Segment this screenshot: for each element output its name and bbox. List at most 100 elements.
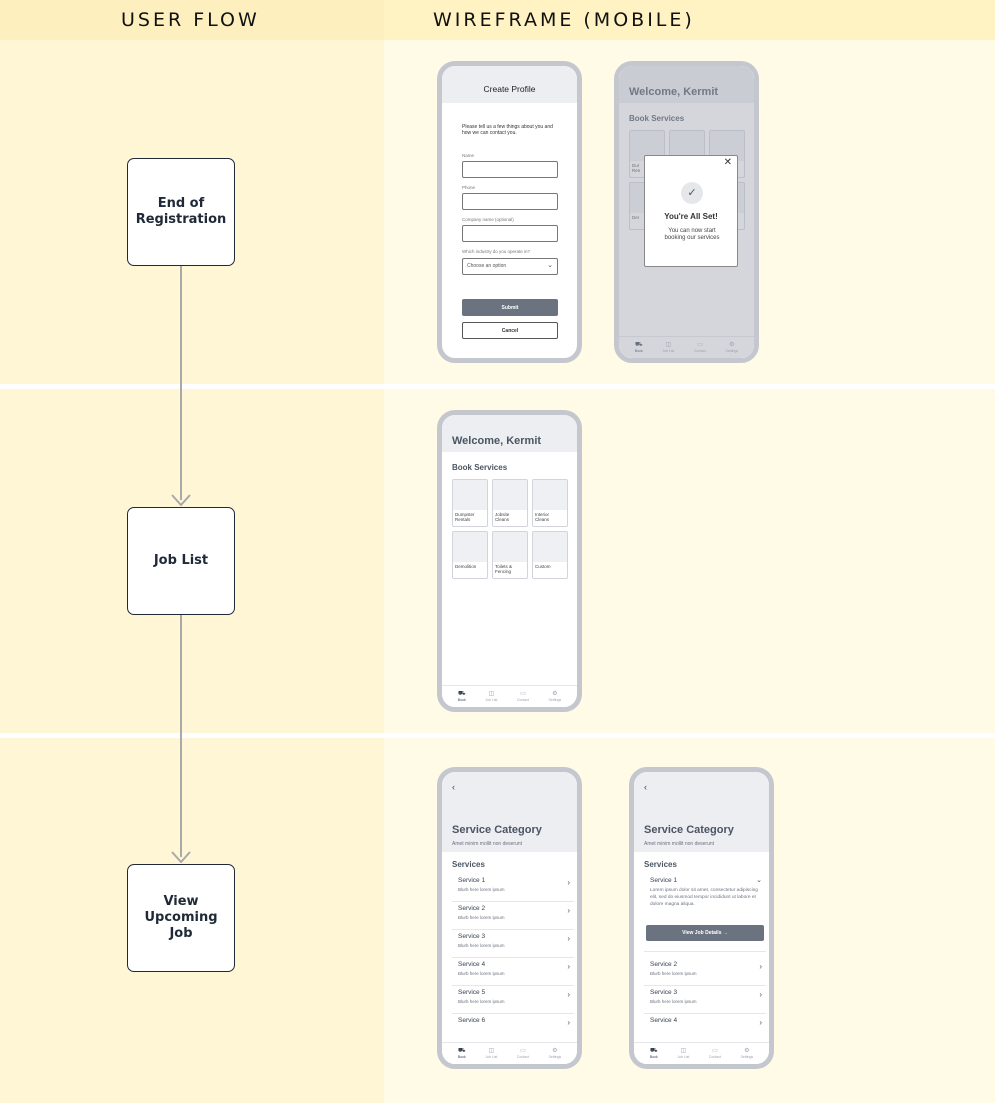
service-row-4[interactable]: Service 4 ›: [644, 1014, 766, 1042]
service-tile-jobsite-cleans[interactable]: Jobsite Cleans: [492, 479, 528, 527]
arrow-head-icon: [171, 851, 191, 863]
flow-arrow: [180, 615, 182, 857]
gear-icon: ⚙: [552, 691, 558, 697]
chevron-right-icon: ›: [567, 878, 570, 887]
nav-job-list[interactable]: ◫Job List: [677, 1048, 689, 1059]
nav-settings[interactable]: ⚙Settings: [549, 1048, 562, 1059]
service-row-5[interactable]: Service 5 Blurb here lorem ipsum ›: [452, 986, 574, 1014]
service-name: Service 4: [650, 1017, 678, 1024]
row-divider: [0, 733, 995, 738]
nav-label: Contact: [693, 349, 706, 353]
service-desc: Blurb here lorem ipsum: [650, 971, 697, 976]
close-icon[interactable]: ✕: [723, 157, 732, 168]
nav-settings[interactable]: ⚙Settings: [726, 342, 739, 353]
book-services-title: Book Services: [629, 114, 685, 123]
nav-contact[interactable]: ▭Contact: [709, 1048, 721, 1059]
service-tile-label: Custom: [535, 564, 551, 569]
service-name: Service 6: [458, 1017, 486, 1024]
check-icon: ✓: [681, 182, 703, 204]
create-profile-title: Create Profile: [483, 84, 536, 94]
phone-service-category: ‹ Service Category Amet minim mollit non…: [437, 767, 582, 1069]
nav-book[interactable]: ⛟Book: [458, 1048, 466, 1059]
phone-create-profile: Create Profile Please tell us a few thin…: [437, 61, 582, 363]
service-tile-toilets-fencing[interactable]: Toilets & Fencing: [492, 531, 528, 579]
truck-icon: ⛟: [649, 1048, 658, 1054]
services-section-title: Services: [644, 860, 677, 869]
user-flow-heading: USER FLOW: [121, 9, 260, 31]
nav-label: Book: [649, 1055, 658, 1059]
service-tile-dumpster-rentals[interactable]: Dumpster Rentals: [452, 479, 488, 527]
nav-label: Contact: [708, 1055, 721, 1059]
gear-icon: ⚙: [744, 1048, 750, 1054]
chevron-right-icon: ›: [759, 990, 762, 999]
nav-book[interactable]: ⛟Book: [458, 691, 466, 702]
phone-field[interactable]: [462, 193, 558, 210]
phone-field-label: Phone: [462, 185, 476, 190]
service-desc: Blurb here lorem ipsum: [458, 971, 505, 976]
service-category-header: [634, 772, 769, 852]
service-row-3[interactable]: Service 3 Blurb here lorem ipsum ›: [644, 986, 766, 1014]
chevron-right-icon: ›: [567, 962, 570, 971]
nav-contact[interactable]: ▭Contact: [517, 1048, 529, 1059]
chevron-right-icon: ›: [567, 906, 570, 915]
welcome-title: Welcome, Kermit: [629, 86, 719, 98]
service-tile-label: Toilets & Fencing: [495, 564, 513, 574]
service-name: Service 1: [458, 877, 486, 884]
nav-label: Contact: [516, 1055, 529, 1059]
industry-select[interactable]: Choose an option ⌄: [462, 258, 558, 275]
service-tile-custom[interactable]: Custom: [532, 531, 568, 579]
chevron-right-icon: ›: [567, 990, 570, 999]
service-name: Service 2: [650, 961, 678, 968]
company-field[interactable]: [462, 225, 558, 242]
service-tile-demolition[interactable]: Demolition: [452, 531, 488, 579]
service-tile-interior-cleans[interactable]: Interior Cleans: [532, 479, 568, 527]
service-name: Service 5: [458, 989, 486, 996]
nav-label: Settings: [740, 1055, 754, 1059]
service-row-6[interactable]: Service 6 ›: [452, 1014, 574, 1042]
nav-settings[interactable]: ⚙Settings: [549, 691, 562, 702]
flow-step-job-list: Job List: [127, 507, 235, 615]
chevron-right-icon: ›: [759, 1018, 762, 1027]
nav-job-list[interactable]: ◫Job List: [485, 691, 497, 702]
submit-button[interactable]: Submit: [462, 299, 558, 316]
back-icon[interactable]: ‹: [644, 782, 647, 792]
services-section-title: Services: [452, 860, 485, 869]
service-name: Service 3: [650, 989, 678, 996]
book-services-title: Book Services: [452, 463, 508, 472]
chevron-down-icon: ⌄: [756, 877, 762, 884]
nav-settings[interactable]: ⚙Settings: [741, 1048, 754, 1059]
welcome-header: [619, 66, 754, 103]
service-desc: Blurb here lorem ipsum: [458, 999, 505, 1004]
nav-label: Settings: [548, 1055, 562, 1059]
nav-job-list[interactable]: ◫Job List: [662, 342, 674, 353]
service-tile-label: Interior Cleans: [535, 512, 550, 522]
industry-select-label: Which industry do you operate in?: [462, 249, 531, 254]
welcome-title: Welcome, Kermit: [452, 435, 542, 447]
cancel-button[interactable]: Cancel: [462, 322, 558, 339]
nav-contact[interactable]: ▭Contact: [517, 691, 529, 702]
flow-step-view-upcoming-job: View Upcoming Job: [127, 864, 235, 972]
chevron-right-icon: ›: [567, 1018, 570, 1027]
service-row-1-expanded[interactable]: Service 1 ⌄ Lorem ipsum dolor sit amet, …: [644, 874, 766, 952]
service-tile-label: Demolition: [455, 564, 477, 569]
nav-contact[interactable]: ▭Contact: [694, 342, 706, 353]
name-field[interactable]: [462, 161, 558, 178]
nav-book[interactable]: ⛟Book: [635, 342, 643, 353]
back-icon[interactable]: ‹: [452, 782, 455, 792]
service-category-subtitle: Amet minim mollit non deserunt: [644, 841, 715, 847]
service-category-header: [442, 772, 577, 852]
service-desc: Blurb here lorem ipsum: [650, 999, 697, 1004]
truck-icon: ⛟: [457, 691, 466, 697]
service-tile-label: Dumpster Rentals: [455, 512, 475, 522]
nav-job-list[interactable]: ◫Job List: [485, 1048, 497, 1059]
nav-book[interactable]: ⛟Book: [650, 1048, 658, 1059]
nav-label: Job List: [485, 698, 498, 702]
company-field-label: Company name (optional): [462, 217, 514, 222]
view-job-details-button[interactable]: View Job Details →: [646, 925, 764, 941]
nav-label: Settings: [725, 349, 739, 353]
